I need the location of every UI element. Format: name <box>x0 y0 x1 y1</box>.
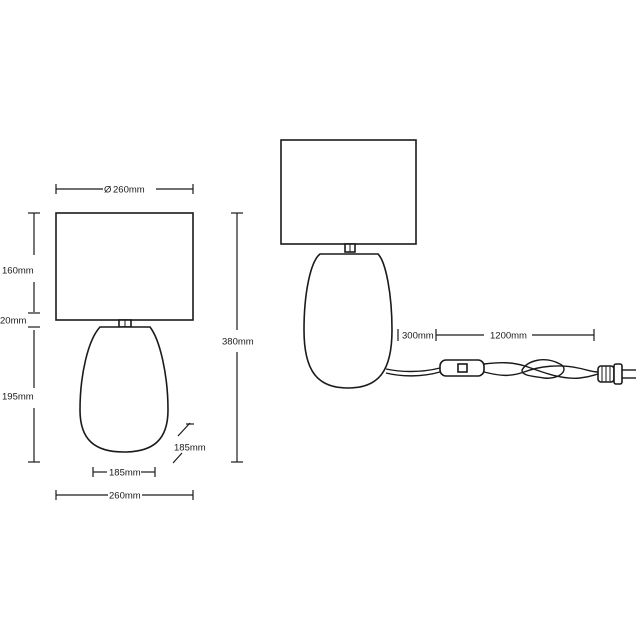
base-depth-dimension <box>172 422 194 464</box>
diameter-symbol: Ø <box>104 185 112 196</box>
inline-switch <box>439 359 485 377</box>
base-height-label: 195mm <box>2 392 34 403</box>
cord-length-dimensions <box>397 329 595 341</box>
switch-to-plug-label: 1200mm <box>490 331 527 342</box>
base-depth-label: 185mm <box>174 443 206 454</box>
front-lamp-base <box>79 326 169 453</box>
front-lamp-neck <box>118 319 132 328</box>
side-lamp-base <box>303 253 393 389</box>
total-height-dimension <box>231 212 243 463</box>
shade-diameter-dimension: Ø 260mm <box>55 184 194 196</box>
overall-width-label: 260mm <box>109 491 141 502</box>
coiled-cord-loop <box>521 359 565 379</box>
power-plug <box>597 363 636 385</box>
shade-height-label: 160mm <box>2 266 34 277</box>
left-height-dimensions <box>28 212 40 463</box>
front-lamp-shade <box>55 212 194 321</box>
power-cord-upper <box>385 367 441 373</box>
shade-diameter-label: 260mm <box>113 185 145 196</box>
side-lamp-shade <box>280 139 417 245</box>
front-view: Ø 260mm 160mm 20mm 195mm <box>0 184 254 502</box>
neck-height-label: 20mm <box>0 316 26 327</box>
base-width-label: 185mm <box>109 468 141 479</box>
overall-width-dimension <box>55 490 194 500</box>
power-cord-lower <box>385 371 441 377</box>
cord-to-switch-label: 300mm <box>402 331 434 342</box>
base-width-dimension <box>92 467 156 477</box>
side-view: 300mm 1200mm <box>280 139 636 389</box>
total-height-label: 380mm <box>222 337 254 348</box>
coiled-cord-lower <box>483 365 599 377</box>
coiled-cord-upper <box>483 361 599 379</box>
side-lamp-neck <box>344 243 356 253</box>
